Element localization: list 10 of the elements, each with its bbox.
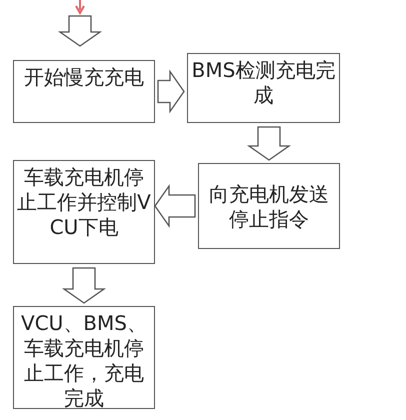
process-box: 开始慢充充电 <box>13 60 155 123</box>
block-arrow <box>246 126 292 161</box>
process-box: 车载充电机停止工作并控制VCU下电 <box>13 160 155 264</box>
block-arrow <box>157 69 185 114</box>
block-arrow <box>62 267 106 304</box>
process-box: BMS检测充电完成 <box>187 53 340 123</box>
block-arrow <box>58 15 102 47</box>
block-arrow <box>154 184 196 228</box>
process-box: VCU、BMS、车载充电机停止工作，充电完成 <box>13 306 155 409</box>
process-box: 向充电机发送停止指令 <box>198 163 340 249</box>
